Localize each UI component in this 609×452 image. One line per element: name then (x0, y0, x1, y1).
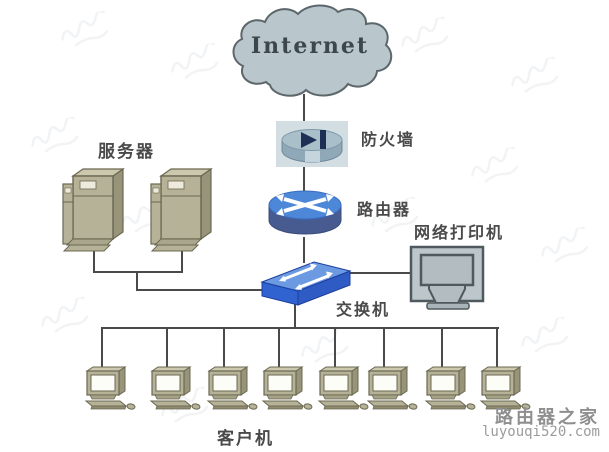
client-icon (361, 366, 419, 412)
client-icon (256, 366, 314, 412)
client-node-6 (361, 366, 419, 412)
wire-clients-bus (101, 327, 499, 329)
server-icon (149, 166, 215, 254)
switch-label: 交换机 (336, 302, 391, 319)
background-watermark-squiggle (297, 323, 365, 371)
client-icon (201, 366, 259, 412)
client-node-4 (256, 366, 314, 412)
client-node-3 (201, 366, 259, 412)
wire-client2-drop (166, 329, 168, 367)
wire-server2-drop (181, 251, 183, 273)
background-watermark-squiggle (57, 7, 125, 55)
background-watermark-squiggle (537, 223, 605, 271)
switch-node (259, 255, 353, 309)
background-watermark-squiggle (467, 143, 535, 191)
site-watermark-name: 路由器之家 (495, 407, 600, 427)
cloud-icon (232, 4, 393, 97)
site-watermark-url: luyouqi520.com (481, 424, 600, 440)
wire-client8-drop (496, 329, 498, 367)
router-node (265, 187, 345, 241)
wire-client7-drop (441, 329, 443, 367)
servers-label: 服务器 (98, 142, 155, 161)
background-watermark-squiggle (27, 113, 95, 161)
client-node-2 (144, 366, 202, 412)
wire-server1-drop (93, 251, 95, 273)
printer-node (409, 245, 485, 313)
background-watermark-squiggle (397, 13, 465, 61)
firewall-node (276, 121, 348, 167)
internet-label: Internet (250, 33, 370, 59)
wire-switch-down (294, 304, 296, 329)
firewall-label: 防火墙 (361, 132, 416, 149)
background-watermark-squiggle (507, 53, 575, 101)
firewall-icon (281, 129, 343, 163)
client-icon (144, 366, 202, 412)
wire-servers-to-switch (136, 289, 264, 291)
server-icon (61, 166, 127, 254)
client-node-1 (79, 366, 137, 412)
server-node-1 (61, 166, 127, 254)
wire-firewall-router (303, 163, 305, 193)
clients-label: 客户机 (217, 429, 274, 448)
server-node-2 (149, 166, 215, 254)
wire-switch-printer (345, 272, 410, 274)
wire-servers-bus (93, 271, 183, 273)
wire-client5-drop (334, 329, 336, 367)
printer-icon (409, 245, 485, 310)
wire-client6-drop (383, 329, 385, 367)
wire-client4-drop (278, 329, 280, 367)
wire-router-switch (303, 237, 305, 263)
wire-servers-bus-drop (136, 271, 138, 291)
background-watermark-squiggle (37, 293, 105, 341)
printer-label: 网络打印机 (414, 225, 505, 242)
router-label: 路由器 (357, 202, 412, 219)
router-icon (268, 190, 342, 235)
wire-client1-drop (101, 329, 103, 367)
background-watermark-squiggle (517, 313, 585, 361)
switch-icon (260, 261, 352, 306)
client-icon (79, 366, 137, 412)
background-watermark-squiggle (167, 39, 235, 87)
internet-node (226, 4, 394, 102)
wire-internet-firewall (303, 94, 305, 124)
wire-client3-drop (223, 329, 225, 367)
